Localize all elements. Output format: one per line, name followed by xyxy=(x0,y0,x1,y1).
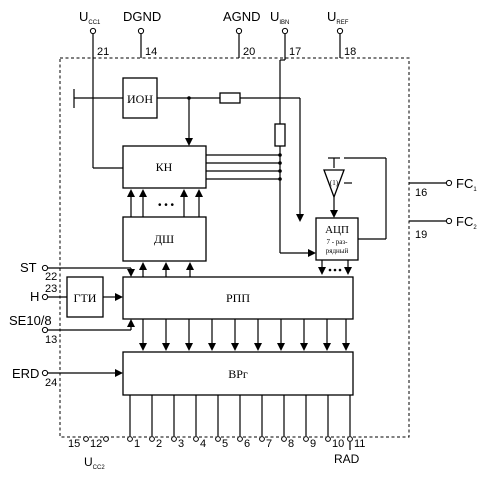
bus-arrow-3 xyxy=(185,343,193,351)
buffer-amplifier xyxy=(323,169,345,199)
svg-text:H: H xyxy=(30,289,39,304)
bottom-pins: 1 2 3 4 5 6 7 8 9 10 11 xyxy=(127,395,365,450)
block-vrg xyxy=(122,351,354,396)
svg-text:22: 22 xyxy=(45,271,57,283)
svg-text:РПП: РПП xyxy=(226,291,250,305)
top-pin-dgnd: DGND 14 xyxy=(123,9,161,58)
svg-text:UREF: UREF xyxy=(327,9,349,26)
bus-arrow-7 xyxy=(277,343,285,351)
svg-text:FC1: FC1 xyxy=(456,176,477,193)
output-pin-number: 3 xyxy=(178,438,184,450)
svg-text:UIBN: UIBN xyxy=(270,9,289,26)
output-pin-4 xyxy=(193,436,199,442)
output-pin-number: 10 xyxy=(332,438,344,450)
output-pin-6 xyxy=(237,436,243,442)
svg-text:КН: КН xyxy=(156,160,173,174)
svg-text:19: 19 xyxy=(415,229,427,241)
output-pin-1 xyxy=(127,436,133,442)
svg-text:UCC1: UCC1 xyxy=(79,9,101,26)
bus-arrow-8 xyxy=(300,343,308,351)
svg-text:17: 17 xyxy=(289,46,301,58)
svg-text:16: 16 xyxy=(415,187,427,199)
svg-text:14: 14 xyxy=(145,46,157,58)
svg-text:13: 13 xyxy=(45,334,57,346)
output-pin-number: 8 xyxy=(288,438,294,450)
svg-text:20: 20 xyxy=(243,46,255,58)
block-gti xyxy=(66,276,104,318)
output-pin-5 xyxy=(215,436,221,442)
svg-text:UCC2: UCC2 xyxy=(84,455,105,471)
svg-text:ГТИ: ГТИ xyxy=(74,291,97,305)
rad-label: RAD xyxy=(334,452,360,466)
top-pin-uref: UREF 18 xyxy=(327,9,356,58)
top-pin-agnd: AGND 20 xyxy=(223,9,261,58)
chip-outline xyxy=(59,57,410,438)
left-pin-h: H 23 xyxy=(30,283,67,304)
bus-arrow-6 xyxy=(254,343,262,351)
output-pin-3 xyxy=(171,436,177,442)
svg-text:18: 18 xyxy=(344,46,356,58)
top-pin-ucc1: UCC1 21 xyxy=(79,9,109,58)
left-pin-erd: ERD 24 xyxy=(12,366,123,389)
resistor-1 xyxy=(219,92,241,104)
output-pin-number: 2 xyxy=(156,438,162,450)
output-pin-number: 11 xyxy=(354,438,365,450)
output-pin-11 xyxy=(347,436,353,442)
right-pin-fc1: FC1 16 xyxy=(409,176,477,199)
bus-arrow-10 xyxy=(342,343,350,351)
output-pin-number: 7 xyxy=(266,438,272,450)
block-rpp xyxy=(122,276,354,320)
bus-arrow-4 xyxy=(208,343,216,351)
output-pin-9 xyxy=(303,436,309,442)
bus-rpp-vrg xyxy=(139,319,350,351)
output-pin-number: 1 xyxy=(134,438,140,450)
svg-text:АЦП: АЦП xyxy=(325,224,349,236)
ellipsis-dots: • • • xyxy=(158,200,175,211)
output-pin-number: 5 xyxy=(222,438,228,450)
svg-text:12: 12 xyxy=(90,438,102,450)
svg-text:FC2: FC2 xyxy=(456,214,477,231)
bus-arrow-5 xyxy=(231,343,239,351)
output-pin-8 xyxy=(281,436,287,442)
output-pin-2 xyxy=(149,436,155,442)
svg-text:(1): (1) xyxy=(330,179,339,187)
svg-text:24: 24 xyxy=(45,377,57,389)
svg-text:23: 23 xyxy=(45,283,57,295)
svg-text:7 - раз-: 7 - раз- xyxy=(326,238,348,246)
output-pin-number: 4 xyxy=(200,438,206,450)
output-pin-number: 6 xyxy=(244,438,250,450)
svg-text:DGND: DGND xyxy=(123,9,161,24)
bus-arrow-9 xyxy=(323,343,331,351)
output-pin-10 xyxy=(325,436,331,442)
top-pin-uibn: UIBN 17 xyxy=(270,9,301,58)
svg-text:SE10/8: SE10/8 xyxy=(9,313,52,328)
left-pin-st: ST 22 xyxy=(20,260,135,283)
svg-text:ДШ: ДШ xyxy=(154,232,174,246)
svg-text:ST: ST xyxy=(20,260,37,275)
svg-text:ИОН: ИОН xyxy=(127,92,153,106)
svg-text:рядный: рядный xyxy=(326,247,349,255)
svg-text:AGND: AGND xyxy=(223,9,261,24)
svg-text:21: 21 xyxy=(97,46,109,58)
svg-text:ВРг: ВРг xyxy=(228,367,248,381)
bottom-supply-pins: 15 12 UCC2 xyxy=(68,436,109,471)
resistor-2 xyxy=(274,123,286,147)
block-dsh xyxy=(122,216,207,262)
right-pin-fc2: FC2 19 xyxy=(409,214,477,241)
output-pin-number: 9 xyxy=(310,438,316,450)
block-kn xyxy=(122,145,207,189)
svg-text:15: 15 xyxy=(68,438,80,450)
svg-text:ERD: ERD xyxy=(12,366,39,381)
bus-arrow-1 xyxy=(139,343,147,351)
output-pin-7 xyxy=(259,436,265,442)
bus-arrow-2 xyxy=(162,343,170,351)
left-pin-se10-8: SE10/8 13 xyxy=(9,313,135,346)
block-adc xyxy=(315,217,359,261)
